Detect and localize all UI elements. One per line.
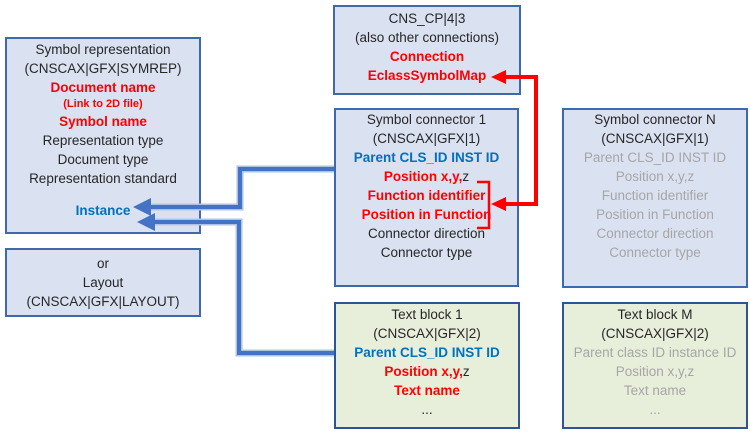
cns-cp-box: CNS_CP|4|3 (also other connections) Conn… [333, 5, 521, 95]
connN-subtitle: (CNSCAX|GFX|1) [601, 131, 709, 146]
layout-or-label: or [96, 256, 109, 271]
cnscp-title: CNS_CP|4|3 [388, 11, 466, 26]
textM-ellipsis: ... [649, 402, 661, 417]
text1-position-red: Position x,y, [384, 364, 463, 379]
connN-parent: Parent CLS_ID INST ID [583, 150, 727, 165]
symbol-representation-box: Symbol representation (CNSCAX|GFX|SYMREP… [5, 37, 201, 234]
text1-text-name: Text name [394, 383, 460, 398]
connN-position-in-function: Position in Function [596, 207, 714, 222]
symrep-representation-type: Representation type [42, 133, 164, 148]
symrep-title: Symbol representation [35, 42, 171, 57]
textM-position: Position x,y,z [615, 364, 695, 379]
text1-ellipsis: ... [421, 402, 433, 417]
conn1-position-in-function: Position in Function [361, 207, 492, 222]
cnscp-connection: Connection [389, 49, 465, 64]
textM-title: Text block M [617, 307, 693, 322]
text1-title: Text block 1 [391, 307, 463, 322]
text1-subtitle: (CNSCAX|GFX|2) [373, 326, 481, 341]
connN-function-identifier: Function identifier [601, 188, 709, 203]
symrep-representation-standard: Representation standard [29, 171, 177, 186]
conn1-connector-type: Connector type [380, 245, 473, 260]
symrep-document-name: Document name [50, 80, 156, 95]
symbol-connector-1-box: Symbol connector 1 (CNSCAX|GFX|1) Parent… [334, 108, 519, 287]
conn1-subtitle: (CNSCAX|GFX|1) [372, 131, 481, 146]
text1-position: Position x,y,z [336, 362, 518, 381]
textM-text-name: Text name [623, 383, 687, 398]
layout-subtitle: (CNSCAX|GFX|LAYOUT) [26, 294, 180, 309]
connN-connector-type: Connector type [609, 245, 701, 260]
symrep-link-note: (Link to 2D file) [63, 98, 143, 110]
symbol-connector-n-box: Symbol connector N (CNSCAX|GFX|1) Parent… [562, 108, 748, 288]
text-block-1-box: Text block 1 (CNSCAX|GFX|2) Parent CLS_I… [334, 302, 520, 429]
conn1-position: Position x,y,z [336, 167, 517, 186]
conn1-position-red: Position x,y, [383, 169, 463, 184]
layout-title: Layout [82, 275, 124, 290]
text1-parent: Parent CLS_ID INST ID [354, 345, 500, 360]
symrep-subtitle: (CNSCAX|GFX|SYMREP) [24, 61, 182, 76]
conn1-connector-direction: Connector direction [367, 226, 486, 241]
conn1-function-identifier: Function identifier [367, 188, 486, 203]
textM-subtitle: (CNSCAX|GFX|2) [601, 326, 709, 341]
text1-position-z: z [462, 364, 470, 379]
text-block-m-box: Text block M (CNSCAX|GFX|2) Parent class… [562, 302, 748, 429]
layout-box: or Layout (CNSCAX|GFX|LAYOUT) [5, 248, 201, 317]
symrep-symbol-name: Symbol name [59, 114, 147, 129]
connN-title: Symbol connector N [594, 112, 716, 127]
symrep-instance: Instance [75, 203, 131, 218]
cnscp-eclass-symbol-map: EclassSymbolMap [367, 68, 487, 83]
symrep-document-type: Document type [57, 152, 149, 167]
conn1-title: Symbol connector 1 [366, 112, 487, 127]
connN-position: Position x,y,z [615, 169, 695, 184]
textM-parent: Parent class ID instance ID [573, 345, 737, 360]
connN-connector-direction: Connector direction [596, 226, 714, 241]
cnscp-subtitle: (also other connections) [354, 30, 500, 45]
conn1-position-z: z [462, 169, 470, 184]
conn1-parent: Parent CLS_ID INST ID [353, 150, 500, 165]
